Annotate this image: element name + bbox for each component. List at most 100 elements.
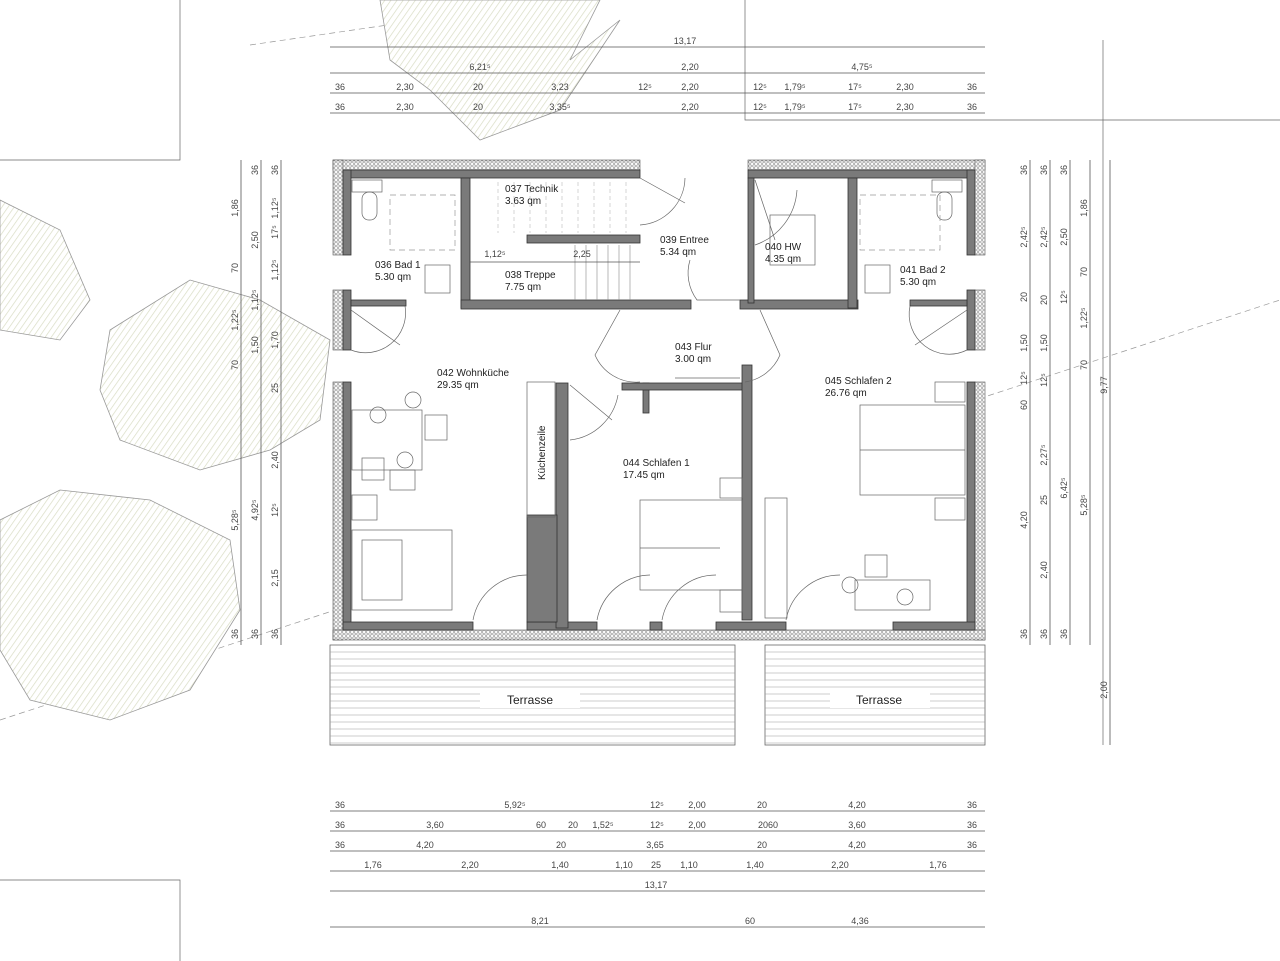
dimension-label: 36 <box>967 102 977 112</box>
dimension-label: 20 <box>568 820 578 830</box>
dimension-label: 6,21⁵ <box>469 62 491 72</box>
dimension-label: 2,20 <box>461 860 479 870</box>
dimension-label: 13,17 <box>645 880 668 890</box>
dimension-label: 12⁵ <box>1039 373 1049 387</box>
dimension-label: 2,20 <box>831 860 849 870</box>
dimension-label: 25 <box>1039 495 1049 505</box>
dimension-label: 36 <box>230 629 240 639</box>
room-area: 5.30 qm <box>375 272 411 283</box>
dimension-label: 2,20 <box>681 102 699 112</box>
room-name: 037 Technik <box>505 184 559 195</box>
room-area: 4.35 qm <box>765 254 801 265</box>
dimension-label: 1,10 <box>680 860 698 870</box>
room-area: 3.63 qm <box>505 196 541 207</box>
tree-canopy <box>99 279 331 471</box>
dimension-label: 36 <box>1019 165 1029 175</box>
dimension-label: 2,15 <box>270 569 280 587</box>
dimension-label: 2,50 <box>1059 228 1069 246</box>
dimension-label: 36 <box>335 82 345 92</box>
dimension-label: 36 <box>1059 165 1069 175</box>
dimension-label: 20 <box>473 82 483 92</box>
room-area: 5.30 qm <box>900 277 936 288</box>
dimension-label: 1,22⁵ <box>1079 307 1089 329</box>
dimension-label: 12⁵ <box>753 102 767 112</box>
dimension-label: 20 <box>1019 292 1029 302</box>
dimension-label: 4,20 <box>416 840 434 850</box>
dimension-label: 70 <box>230 263 240 273</box>
dimension-label: 20 <box>757 840 767 850</box>
dimension-label: 17⁵ <box>848 102 862 112</box>
dimension-label: 36 <box>1039 629 1049 639</box>
dimension-label: 1,40 <box>551 860 569 870</box>
room-name: 044 Schlafen 1 <box>623 458 690 469</box>
dimension-label: 60 <box>1019 400 1029 410</box>
dimension-label: 1,22⁵ <box>230 309 240 331</box>
dimension-label: 20 <box>1039 295 1049 305</box>
dimension-label: 8,21 <box>531 916 549 926</box>
dimension-label: 36 <box>250 629 260 639</box>
room-name: 043 Flur <box>675 342 712 353</box>
tree-canopy <box>0 199 91 341</box>
dimension-label: 1,86 <box>1079 199 1089 217</box>
dimension-label: 12⁵ <box>638 82 652 92</box>
dimension-label: 2,00 <box>688 820 706 830</box>
dimension-label: 1,76 <box>929 860 947 870</box>
building-walls <box>332 159 986 641</box>
dimension-label: 5,28⁵ <box>230 509 240 531</box>
dimension-label: 17⁵ <box>270 225 280 239</box>
dimension-label: 3,60 <box>426 820 444 830</box>
kuechenzeile-label: Küchenzeile <box>537 425 548 480</box>
dimension-label: 36 <box>1039 165 1049 175</box>
dimension-label: 1,86 <box>230 199 240 217</box>
dimension-label: 1,52⁵ <box>592 820 614 830</box>
terrace-left-label: Terrasse <box>507 693 553 707</box>
dimension-label: 36 <box>335 800 345 810</box>
dimension-label: 25 <box>270 383 280 393</box>
dimension-label: 1,50 <box>1039 334 1049 352</box>
dimension-label: 36 <box>335 102 345 112</box>
dimension-label: 4,36 <box>851 916 869 926</box>
dimension-label: 70 <box>1079 360 1089 370</box>
dimension-label: 4,75⁵ <box>851 62 873 72</box>
dimension-label: 2,50 <box>250 231 260 249</box>
room-name: 036 Bad 1 <box>375 260 421 271</box>
dimension-label: 36 <box>335 840 345 850</box>
dimension-label: 20 <box>757 800 767 810</box>
dimension-label: 2,42⁵ <box>1039 226 1049 248</box>
dimension-label: 12⁵ <box>753 82 767 92</box>
dimension-label: 2,30 <box>396 102 414 112</box>
dimension-label: 2,30 <box>896 102 914 112</box>
dimension-label: 70 <box>1079 267 1089 277</box>
dimension-label: 2,00 <box>688 800 706 810</box>
room-name: 038 Treppe <box>505 270 556 281</box>
dimension-label: 36 <box>270 165 280 175</box>
dimension-label: 4,20 <box>848 800 866 810</box>
dimension-label: 36 <box>967 820 977 830</box>
room-area: 3.00 qm <box>675 354 711 365</box>
dimension-label: 5,28⁵ <box>1079 494 1089 516</box>
dimension-label: 20 <box>556 840 566 850</box>
dimension-label: 12⁵ <box>1059 290 1069 304</box>
dimension-label: 12⁵ <box>270 503 280 517</box>
room-name: 041 Bad 2 <box>900 265 946 276</box>
dimension-label: 1,50 <box>1019 334 1029 352</box>
dimension-label: 2,40 <box>1039 561 1049 579</box>
dimension-label: 1,40 <box>746 860 764 870</box>
dimension-label: 1,12⁵ <box>250 289 260 311</box>
dimension-label: 2060 <box>758 820 778 830</box>
dimension-label: 2,20 <box>681 62 699 72</box>
dimension-label: 3,35⁵ <box>549 102 571 112</box>
dimension-label: 20 <box>473 102 483 112</box>
dimension-label: 36 <box>335 820 345 830</box>
dimension-label: 4,20 <box>848 840 866 850</box>
dimension-label: 1,10 <box>615 860 633 870</box>
dimension-label: 2,27⁵ <box>1039 444 1049 466</box>
dimension-label: 36 <box>1019 629 1029 639</box>
furniture: Küchenzeile 1,12⁵ 2,25 <box>350 177 968 621</box>
room-area: 17.45 qm <box>623 470 665 481</box>
dimension-label: 12⁵ <box>650 800 664 810</box>
dimension-label: 36 <box>967 82 977 92</box>
